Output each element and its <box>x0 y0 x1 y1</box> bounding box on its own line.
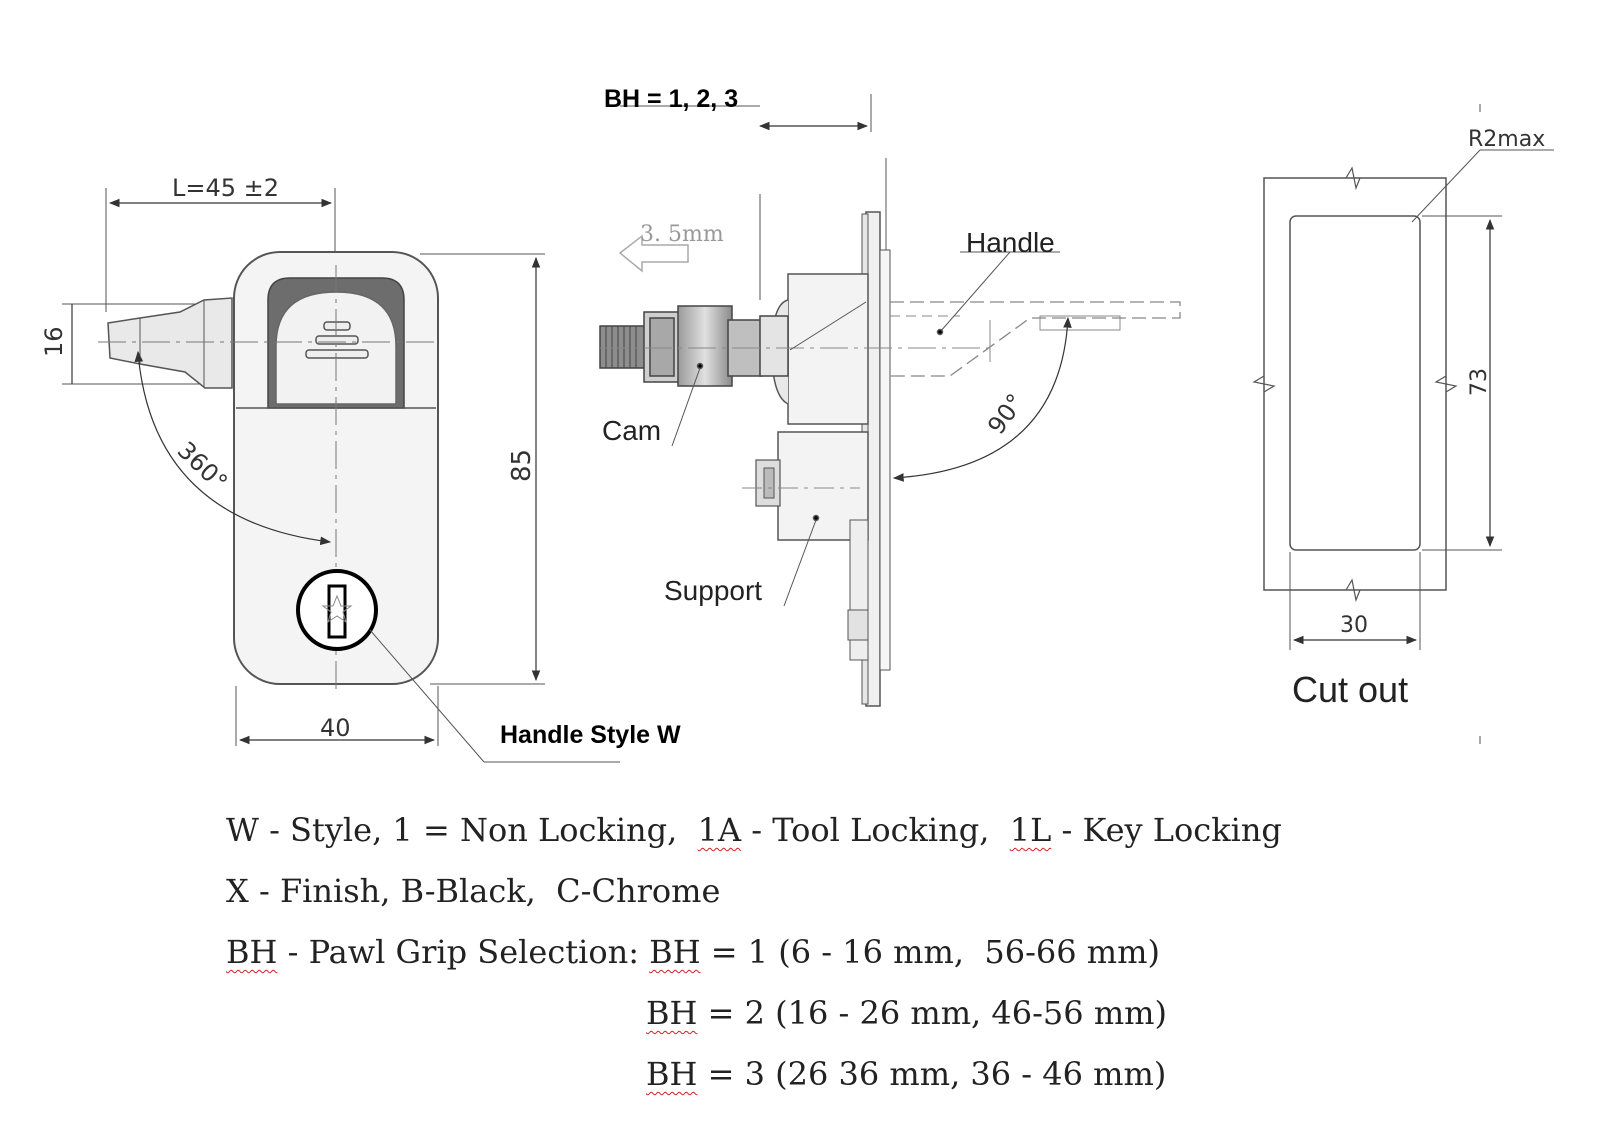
support-label: Support <box>664 575 762 606</box>
height-16-dimension: 16 <box>40 326 68 357</box>
handle-label: Handle <box>966 227 1055 258</box>
cam-label: Cam <box>602 415 661 446</box>
front-view <box>62 188 620 763</box>
width-30-dimension: 30 <box>1340 613 1368 638</box>
offset-3-5mm-label: 3. 5mm <box>640 222 724 247</box>
handle-style-label: Handle Style W <box>500 721 681 749</box>
note-bh-1: BH - Pawl Grip Selection: BH = 1 (6 - 16… <box>226 933 1160 971</box>
note-bh-3: BH = 3 (26 36 mm, 36 - 46 mm) <box>646 1055 1167 1093</box>
r2max-label: R2max <box>1468 127 1545 152</box>
bh-header-label: BH = 1, 2, 3 <box>604 85 738 113</box>
cut-out-title: Cut out <box>1292 669 1408 710</box>
rotation-90-label: 90° <box>982 389 1030 440</box>
note-finish: X - Finish, B-Black, C-Chrome <box>226 872 721 910</box>
note-style: W - Style, 1 = Non Locking, 1A - Tool Lo… <box>226 811 1282 849</box>
length-dimension: L=45 ±2 <box>172 174 279 202</box>
note-bh-2: BH = 2 (16 - 26 mm, 46-56 mm) <box>646 994 1167 1032</box>
cut-out-view <box>1252 104 1554 744</box>
width-40-dimension: 40 <box>320 714 351 742</box>
height-85-dimension: 85 <box>507 449 537 482</box>
ordering-notes: W - Style, 1 = Non Locking, 1A - Tool Lo… <box>226 800 1376 1105</box>
side-view <box>599 94 1181 707</box>
rotation-360-label: 360° <box>172 436 233 496</box>
height-73-dimension: 73 <box>1467 368 1492 396</box>
